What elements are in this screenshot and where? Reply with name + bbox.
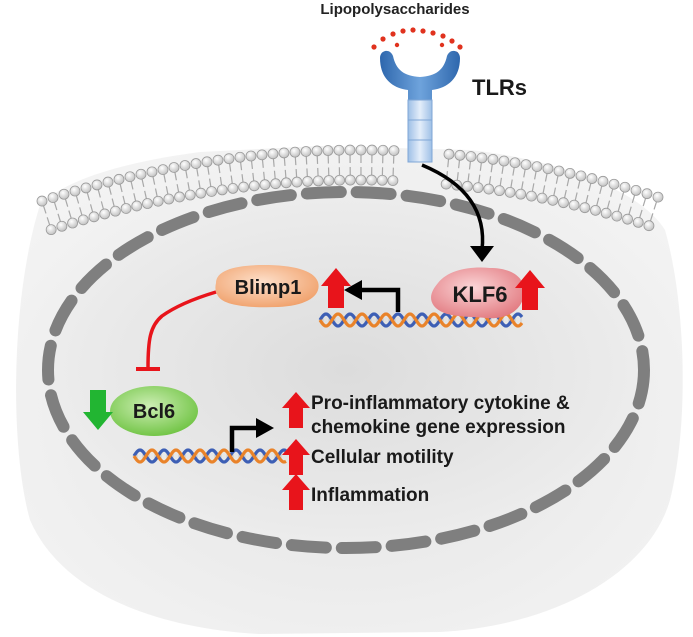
phospholipid — [643, 191, 664, 232]
klf6-label: KLF6 — [453, 282, 508, 307]
tlr-to-klf6-arrow — [421, 163, 485, 251]
phospholipid — [590, 175, 609, 216]
phospholipid — [102, 176, 121, 217]
klf6-protein — [431, 267, 525, 319]
phospholipid — [124, 171, 143, 212]
phospholipid — [440, 148, 455, 190]
outcome-arrow-inflammation — [282, 474, 310, 510]
bcl6-down-arrow — [83, 390, 113, 430]
phospholipid — [300, 146, 314, 187]
phospholipid — [355, 144, 367, 186]
phospholipid — [146, 166, 164, 207]
phospholipid — [568, 170, 587, 211]
lps-molecules — [371, 27, 463, 57]
phospholipid — [558, 167, 576, 209]
blimp1-label: Blimp1 — [235, 277, 302, 299]
nuclear-envelope — [42, 186, 650, 554]
phospholipid — [190, 158, 207, 199]
tlr-receptor — [380, 50, 460, 163]
phospholipid — [622, 184, 642, 225]
phospholipid — [80, 182, 100, 223]
phospholipid — [245, 150, 260, 192]
outcome-cytokine-line1: Pro-inflammatory cytokine & — [311, 393, 570, 414]
phospholipid — [234, 151, 249, 193]
phospholipid — [376, 144, 389, 186]
phospholipid — [483, 153, 499, 195]
bcl6-protein — [110, 386, 198, 436]
phospholipid — [322, 145, 335, 186]
phospholipid — [387, 145, 400, 186]
phospholipid — [91, 179, 111, 220]
phospholipid — [47, 192, 68, 232]
lps-label: Lipopolysaccharides — [320, 1, 469, 18]
phospholipid — [600, 178, 620, 219]
phospholipid — [267, 148, 282, 190]
phospholipid — [344, 144, 356, 186]
phospholipid — [179, 160, 196, 201]
phospholipid — [366, 144, 378, 186]
blimp1-up-arrow — [321, 268, 351, 308]
phospholipid — [201, 156, 217, 197]
phospholipid — [547, 165, 565, 206]
outcome-cytokine-line2: chemokine gene expression — [311, 417, 566, 438]
phospholipid — [223, 153, 239, 194]
dna-lower — [132, 448, 287, 464]
phospholipid — [632, 188, 653, 228]
phospholipid — [212, 154, 228, 196]
phospholipid — [333, 144, 346, 186]
phospholipid — [256, 149, 271, 191]
tlr-label: TLRs — [472, 75, 527, 100]
phospholipid — [504, 157, 521, 198]
bcl6-label: Bcl6 — [133, 401, 175, 423]
phospholipid — [113, 173, 132, 214]
phospholipid — [69, 185, 89, 226]
blimp1-inhibits-bcl6 — [146, 290, 217, 369]
cell-membrane — [36, 144, 664, 236]
phospholipid — [579, 173, 598, 214]
bcl6-transcription-arrow — [229, 425, 258, 452]
phospholipid — [36, 195, 57, 236]
blimp1-protein — [215, 265, 319, 308]
phospholipid — [472, 152, 488, 194]
bcl6-transcription-arrowhead — [256, 418, 274, 438]
klf6-transcription-arrow — [360, 287, 401, 312]
phospholipid — [157, 164, 175, 205]
outcome-inflammation: Inflammation — [311, 485, 429, 506]
phospholipid — [311, 145, 324, 187]
phospholipid — [536, 163, 554, 204]
dna-upper — [318, 312, 524, 328]
phospholipid — [526, 161, 543, 202]
phospholipid — [611, 181, 631, 222]
klf6-transcription-arrowhead — [344, 280, 362, 300]
outcome-arrow-motility — [282, 439, 310, 475]
phospholipid — [58, 188, 78, 229]
phospholipid — [278, 147, 292, 189]
phospholipid — [135, 168, 153, 209]
phospholipid — [289, 146, 303, 188]
outcome-arrow-cytokine — [282, 392, 310, 428]
klf6-up-arrow — [515, 270, 545, 310]
phospholipid — [494, 155, 510, 197]
tlr-to-klf6-arrowhead — [470, 246, 494, 262]
phospholipid — [168, 162, 185, 203]
outcome-motility: Cellular motility — [311, 447, 454, 468]
phospholipid — [515, 159, 532, 200]
phospholipid — [462, 151, 477, 192]
